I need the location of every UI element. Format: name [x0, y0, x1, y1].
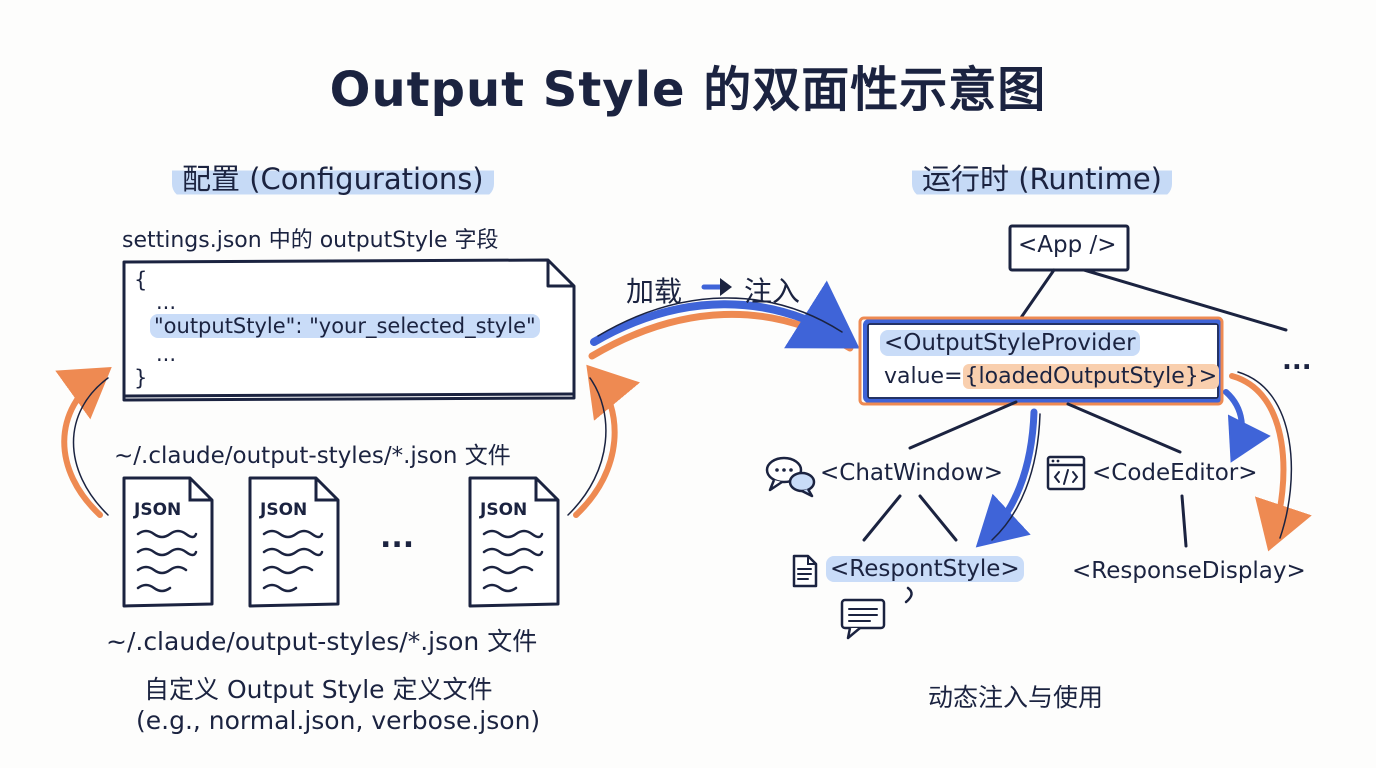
left-curve-arrow-shadow [72, 377, 109, 516]
code-key: "outputStyle" [154, 314, 296, 338]
inject-arrow-respont [975, 408, 1038, 548]
json-file-2 [248, 476, 340, 608]
code-open-brace: { [134, 268, 148, 292]
files-ellipsis: ... [380, 520, 415, 555]
chat-bubbles-icon [765, 456, 816, 498]
provider-value-suffix: > [1198, 364, 1218, 389]
app-node-box [1008, 224, 1130, 272]
json-file-2-tag: JSON [260, 500, 308, 520]
code-close-brace: } [134, 366, 148, 390]
page-title: Output Style 的双面性示意图 [329, 62, 1047, 118]
left-curve-arrow [55, 366, 112, 518]
json-file-1 [122, 476, 214, 608]
output-styles-path-bottom: ~/.claude/output-styles/*.json 文件 [106, 627, 538, 656]
config-heading: 配置 (Configurations) [172, 156, 494, 198]
custom-style-caption: 自定义 Output Style 定义文件 [144, 675, 493, 704]
provider-value-highlight: {loadedOutputStyle}> [962, 364, 1220, 389]
provider-value-prefix: value= [884, 364, 963, 389]
inject-label: 注入 [744, 275, 801, 308]
output-styles-path-top: ~/.claude/output-styles/*.json 文件 [114, 443, 511, 469]
code-ellipsis-bottom: ... [156, 342, 177, 366]
code-outputstyle-line: "outputStyle": "your_selected_style" [150, 314, 540, 338]
provider-line-1: <OutputStyleProvider [880, 330, 1140, 356]
json-file-1-tag: JSON [134, 500, 182, 520]
load-label: 加载 [626, 275, 683, 308]
json-file-3-tag: JSON [480, 500, 528, 520]
app-node: <App /> [1018, 232, 1117, 258]
message-bubble-icon [840, 586, 913, 640]
settings-json-label: settings.json 中的 outputStyle 字段 [122, 228, 499, 253]
provider-name-highlight: <OutputStyleProvider [880, 330, 1140, 356]
code-window-icon [1046, 455, 1086, 491]
respont-style-node: <RespontStyle> [826, 556, 1024, 582]
provider-line-2: value={loadedOutputStyle}> [884, 364, 1220, 389]
json-file-3 [468, 476, 560, 608]
chat-window-node: <ChatWindow> [820, 460, 1003, 486]
code-editor-node: <CodeEditor> [1092, 460, 1258, 486]
runtime-caption: 动态注入与使用 [928, 683, 1104, 712]
inject-arrow-responsedisplay [1229, 373, 1312, 552]
code-value: "your_selected_style" [309, 314, 536, 338]
code-colon: : [295, 314, 310, 338]
provider-value: {loadedOutputStyle} [964, 364, 1199, 389]
right-curve-arrow-shadow [567, 377, 607, 516]
inject-arrow-codeeditor [1223, 389, 1271, 463]
code-ellipsis-top: ... [156, 290, 177, 314]
runtime-heading: 运行时 (Runtime) [912, 156, 1172, 198]
app-branch-ellipsis: ... [1282, 346, 1312, 376]
respont-style-highlight: <RespontStyle> [826, 556, 1024, 582]
right-curve-arrow [573, 364, 641, 518]
document-icon [792, 554, 818, 588]
right-arrow-icon [701, 278, 732, 296]
load-inject-arrow-blue [590, 280, 860, 349]
code-outputstyle-highlight: "outputStyle": "your_selected_style" [150, 314, 540, 338]
response-display-node: <ResponseDisplay> [1072, 558, 1306, 584]
custom-style-examples: (e.g., normal.json, verbose.json) [136, 706, 541, 735]
